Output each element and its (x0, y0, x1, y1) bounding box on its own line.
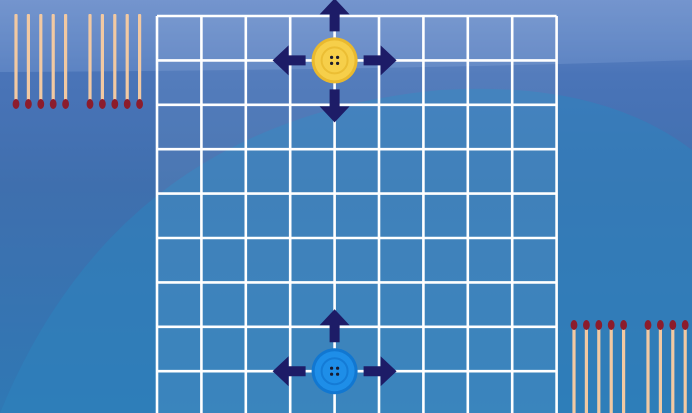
grid-intersection[interactable] (149, 97, 165, 113)
grid-intersection[interactable] (193, 319, 209, 335)
grid-intersection[interactable] (282, 230, 298, 246)
grid-intersection[interactable] (371, 274, 387, 290)
grid-intersection[interactable] (415, 52, 431, 68)
grid-intersection[interactable] (504, 141, 520, 157)
grid-intersection[interactable] (549, 97, 565, 113)
grid-intersection[interactable] (282, 274, 298, 290)
grid-intersection[interactable] (415, 363, 431, 379)
grid-intersection[interactable] (149, 274, 165, 290)
grid-intersection[interactable] (371, 8, 387, 24)
grid-intersection[interactable] (371, 230, 387, 246)
game-grid (149, 8, 565, 413)
grid-intersection[interactable] (549, 230, 565, 246)
grid-intersection[interactable] (549, 186, 565, 202)
grid-intersection[interactable] (371, 186, 387, 202)
yellow-button[interactable] (312, 37, 358, 83)
grid-intersection[interactable] (504, 186, 520, 202)
grid-intersection[interactable] (415, 141, 431, 157)
grid-intersection[interactable] (193, 141, 209, 157)
grid-intersection[interactable] (504, 97, 520, 113)
grid-intersection[interactable] (504, 52, 520, 68)
grid-intersection[interactable] (149, 141, 165, 157)
grid-intersection[interactable] (460, 141, 476, 157)
grid-intersection[interactable] (504, 274, 520, 290)
button-hole (330, 373, 333, 376)
button-hole (330, 367, 333, 370)
grid-intersection[interactable] (193, 230, 209, 246)
grid-intersection[interactable] (327, 186, 343, 202)
grid-intersection[interactable] (149, 363, 165, 379)
grid-intersection[interactable] (549, 274, 565, 290)
grid-intersection[interactable] (549, 141, 565, 157)
grid-intersection[interactable] (460, 186, 476, 202)
grid-intersection[interactable] (504, 8, 520, 24)
grid-intersection[interactable] (149, 186, 165, 202)
grid-intersection[interactable] (238, 97, 254, 113)
grid-intersection[interactable] (415, 274, 431, 290)
button-hole (336, 373, 339, 376)
button-hole (330, 62, 333, 65)
grid-intersection[interactable] (282, 8, 298, 24)
grid-intersection[interactable] (327, 274, 343, 290)
grid-intersection[interactable] (415, 230, 431, 246)
grid-intersection[interactable] (282, 319, 298, 335)
grid-intersection[interactable] (149, 319, 165, 335)
grid-intersection[interactable] (460, 230, 476, 246)
grid-intersection[interactable] (282, 97, 298, 113)
grid-intersection[interactable] (149, 8, 165, 24)
grid-intersection[interactable] (460, 8, 476, 24)
grid-intersection[interactable] (238, 230, 254, 246)
grid-intersection[interactable] (415, 97, 431, 113)
grid-intersection[interactable] (238, 274, 254, 290)
button-hole (330, 56, 333, 59)
grid-intersection[interactable] (460, 274, 476, 290)
grid-intersection[interactable] (193, 363, 209, 379)
button-hole (336, 367, 339, 370)
button-hole (336, 56, 339, 59)
grid-intersection[interactable] (460, 319, 476, 335)
grid-intersection[interactable] (149, 52, 165, 68)
grid-intersection[interactable] (193, 274, 209, 290)
grid-intersection[interactable] (193, 8, 209, 24)
grid-intersection[interactable] (327, 141, 343, 157)
grid-intersection[interactable] (549, 363, 565, 379)
grid-intersection[interactable] (460, 52, 476, 68)
grid-intersection[interactable] (415, 319, 431, 335)
grid-intersection[interactable] (371, 319, 387, 335)
button-hole (336, 62, 339, 65)
grid-intersection[interactable] (549, 8, 565, 24)
grid-intersection[interactable] (460, 363, 476, 379)
grid-intersection[interactable] (238, 319, 254, 335)
grid-intersection[interactable] (282, 141, 298, 157)
grid-intersection[interactable] (193, 52, 209, 68)
grid-intersection[interactable] (549, 52, 565, 68)
grid-intersection[interactable] (238, 186, 254, 202)
grid-intersection[interactable] (504, 319, 520, 335)
grid-intersection[interactable] (238, 363, 254, 379)
grid-intersection[interactable] (415, 186, 431, 202)
grid-intersection[interactable] (327, 230, 343, 246)
grid-intersection[interactable] (415, 8, 431, 24)
grid-intersection[interactable] (549, 319, 565, 335)
blue-button[interactable] (312, 348, 358, 394)
grid-intersection[interactable] (238, 8, 254, 24)
grid-intersection[interactable] (149, 230, 165, 246)
grid-intersection[interactable] (504, 230, 520, 246)
grid-intersection[interactable] (460, 97, 476, 113)
grid-intersection[interactable] (193, 186, 209, 202)
grid-intersection[interactable] (504, 363, 520, 379)
grid-intersection[interactable] (371, 141, 387, 157)
grid-intersection[interactable] (238, 141, 254, 157)
grid-intersection[interactable] (371, 97, 387, 113)
board-background (157, 16, 557, 413)
grid-intersection[interactable] (193, 97, 209, 113)
grid-intersection[interactable] (282, 186, 298, 202)
grid-intersection[interactable] (238, 52, 254, 68)
